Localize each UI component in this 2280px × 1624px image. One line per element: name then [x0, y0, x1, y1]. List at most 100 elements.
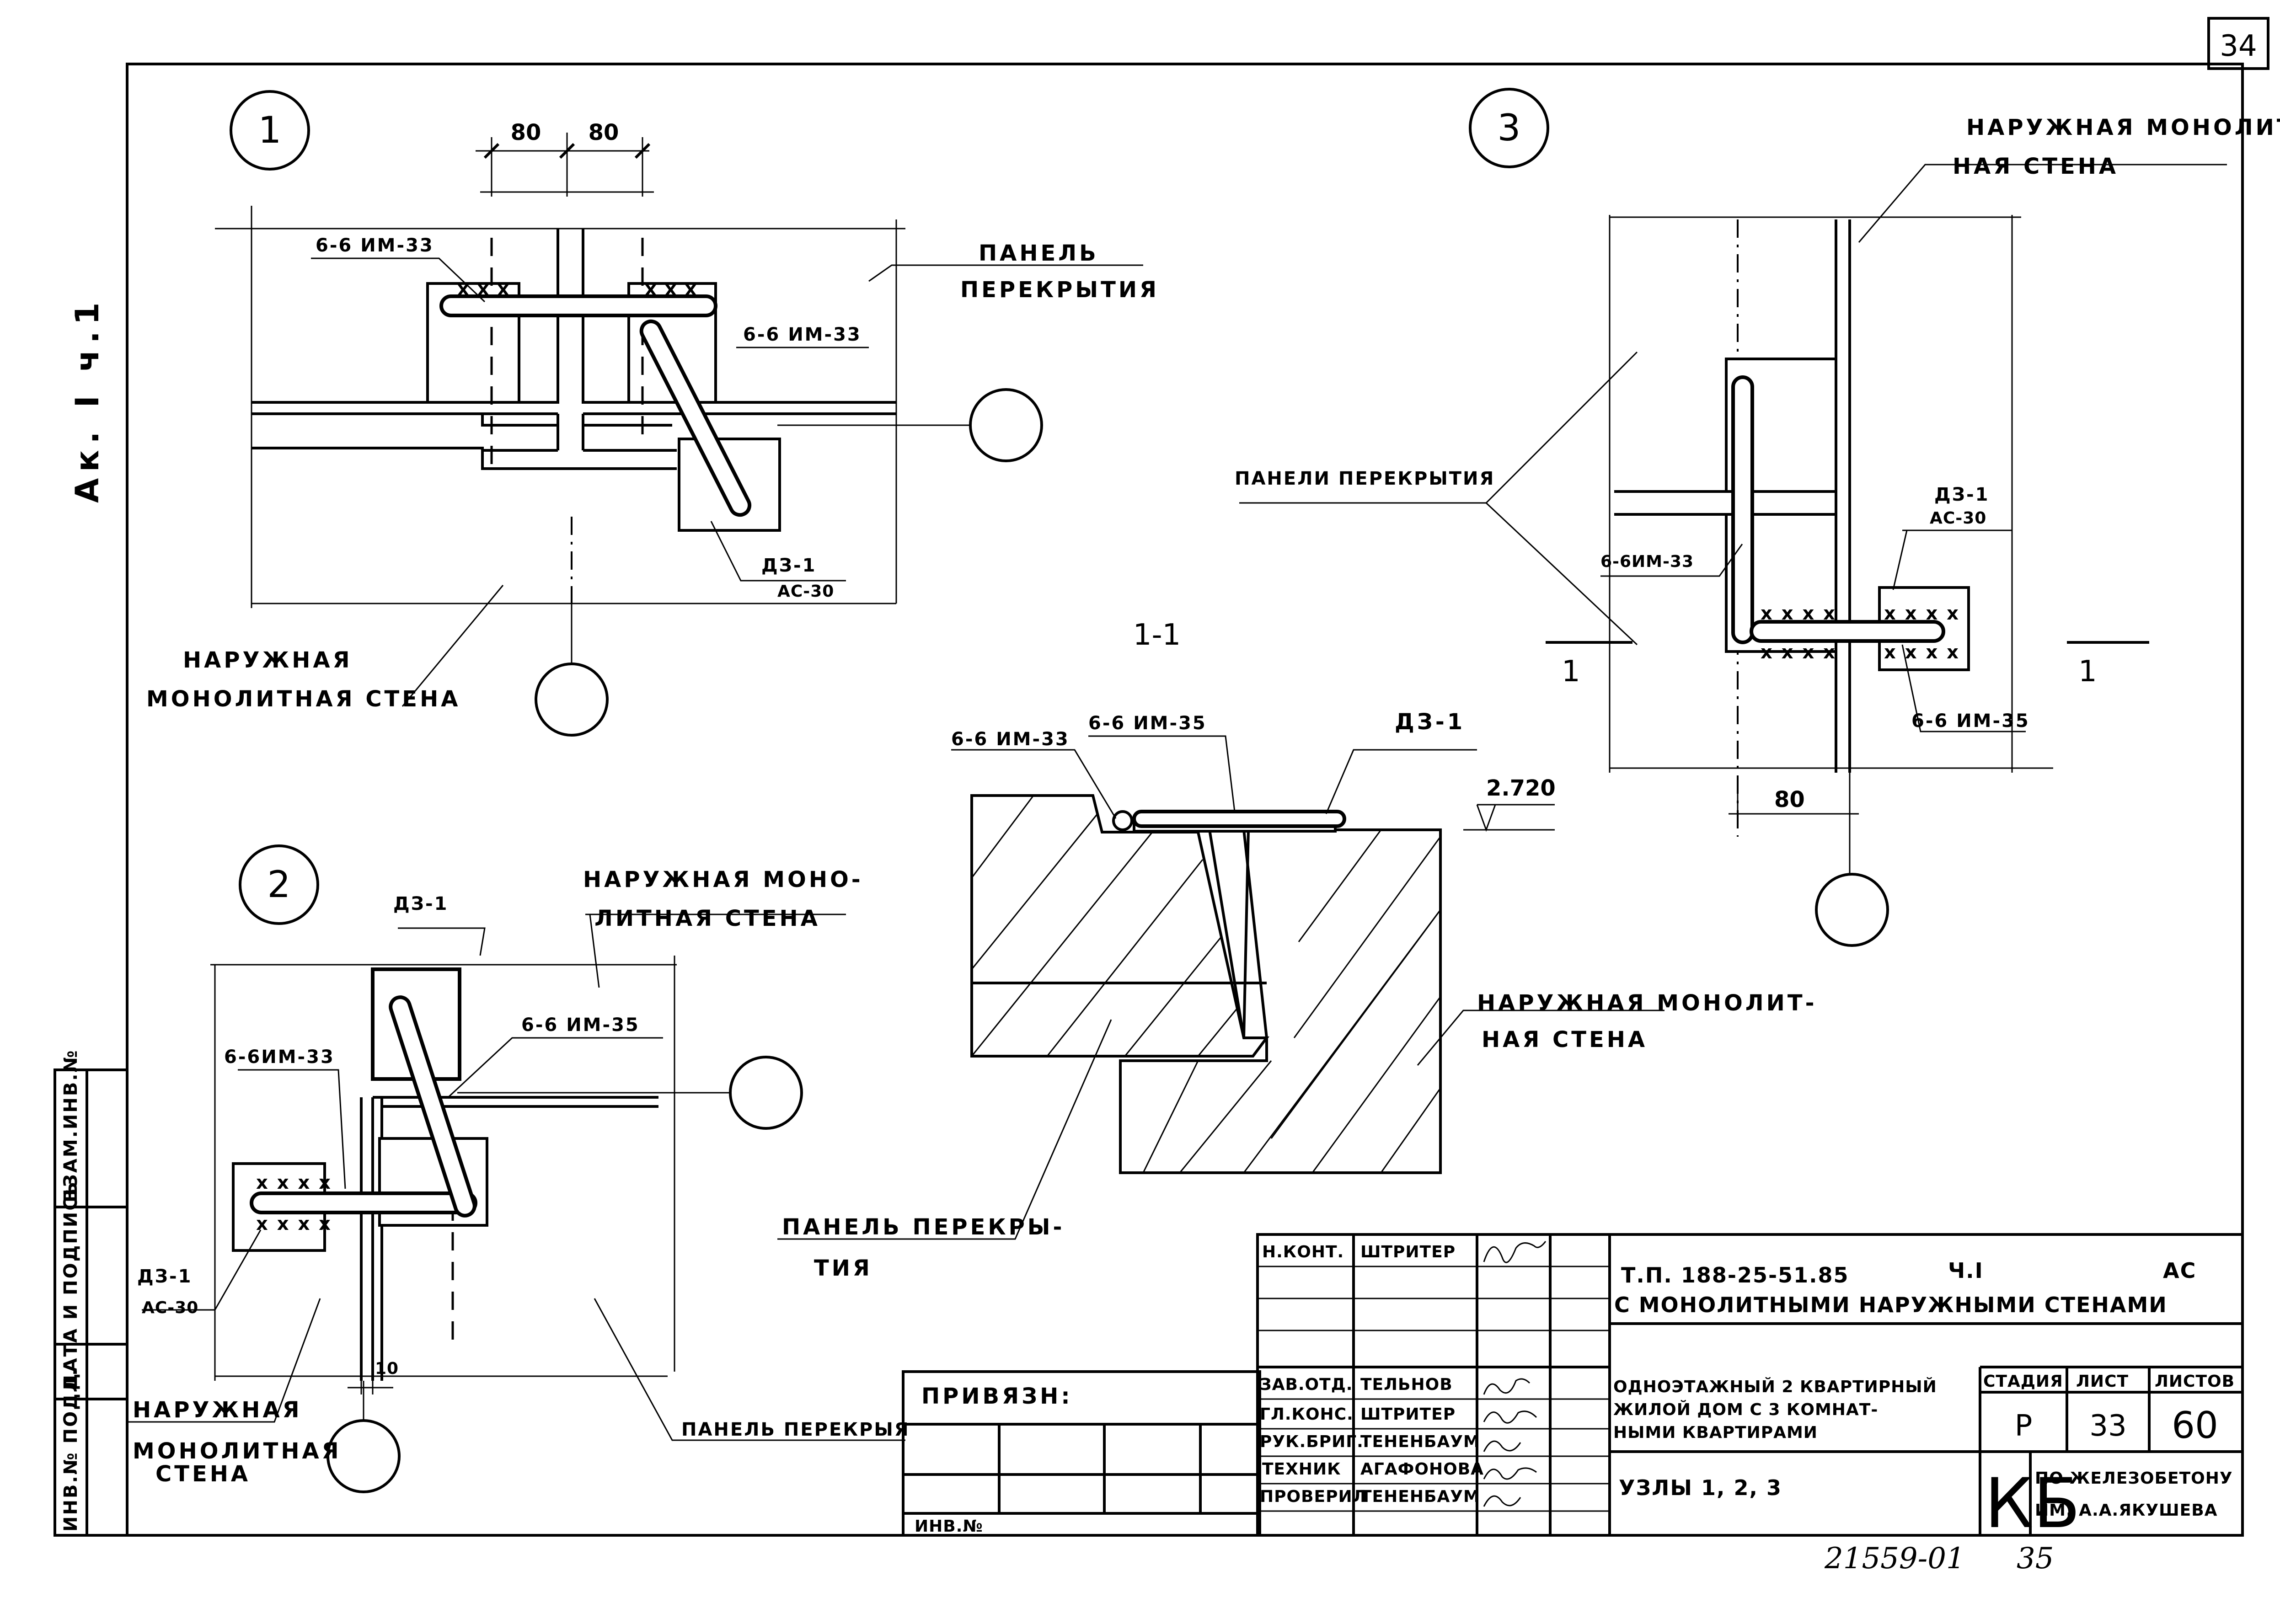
section-1-1-wall-label-2: НАЯ СТЕНА [1482, 1027, 1648, 1052]
section-1-1-wall-label-1: НАРУЖНАЯ МОНОЛИТ- [1477, 990, 1817, 1016]
section-1-1-elevation: 2.720 [1486, 775, 1556, 801]
tb-mark: АС [2163, 1258, 2196, 1283]
node-1: 1 x x [215, 90, 1143, 737]
node-1-panel-label-2: ПЕРЕКРЫТИЯ [960, 277, 1159, 303]
node-3-rebar-left: 6-6ИМ-33 [1600, 552, 1694, 571]
node-2-wall-label-3: СТЕНА [155, 1461, 251, 1487]
tb-project-code: Т.П. 188-25-51.85 [1621, 1263, 1849, 1287]
node-1-embed: ДЗ-1 [761, 555, 816, 576]
node-3-embed: ДЗ-1 [1934, 484, 1989, 505]
side-stamp [54, 1068, 128, 1537]
section-1-1-title: 1-1 [1133, 618, 1181, 652]
tb-name-3: ТЕНЕНБАУМ [1360, 1432, 1480, 1451]
stamp-vzam-inv: ВЗАМ.ИНВ.№ [60, 1049, 81, 1202]
tb-building-desc-2: ЖИЛОЙ ДОМ С 3 КОМНАТ- [1613, 1400, 1878, 1419]
svg-text:x x x x: x x x x [1761, 642, 1836, 663]
bottom-page: 35 [2017, 1542, 2054, 1576]
node-3-panel-label: ПАНЕЛИ ПЕРЕКРЫТИЯ [1235, 468, 1495, 489]
svg-text:x x x: x x x [645, 278, 697, 299]
tb-part: Ч.I [1948, 1258, 1984, 1283]
tb-org-name-1: ПО ЖЕЛЕЗОБЕТОНУ [2035, 1469, 2233, 1488]
archive-label: Ак. I ч.1 [69, 296, 106, 503]
stamp-date-signature: ДАТА И ПОДПИСЬ [60, 1181, 81, 1390]
node-2-wall-label-1: НАРУЖНАЯ [133, 1397, 302, 1423]
stamp-inv-podl: ИНВ.№ ПОДЛ. [60, 1368, 81, 1532]
bottom-doc-number: 21559-01 [1824, 1542, 1965, 1576]
tb-col-stage: СТАДИЯ [1983, 1372, 2063, 1391]
node-3-number: 3 [1498, 107, 1521, 149]
section-1-1-rebar-top: 6-6 ИМ-35 [1088, 713, 1207, 734]
tb-sheet-title: УЗЛЫ 1, 2, 3 [1619, 1475, 1782, 1500]
node-2-dim-bottom: 10 [375, 1359, 399, 1378]
node-3-marker [1469, 88, 1549, 168]
node-3-rebar-bottom: 6-6 ИМ-35 [1911, 710, 2030, 732]
node-1-dim-right: 80 [589, 120, 619, 145]
section-1-1-embed: ДЗ-1 [1395, 709, 1465, 735]
node-2-embed-left-sub: АС-30 [142, 1298, 198, 1317]
tb-org-name-2: ИМ. А.А.ЯКУШЕВА [2035, 1501, 2218, 1520]
tb-col-sheet: ЛИСТ [2076, 1372, 2129, 1391]
node-3-embed-sub: АС-30 [1930, 509, 1986, 528]
binding-block [902, 1370, 1261, 1537]
node-2-rebar-left: 6-6ИМ-33 [224, 1047, 335, 1068]
tb-role-3: РУК.БРИГ. [1260, 1432, 1364, 1451]
section-1-1-panel-label-1: ПАНЕЛЬ ПЕРЕКРЫ- [782, 1214, 1065, 1240]
tb-building-desc-3: НЫМИ КВАРТИРАМИ [1613, 1423, 1818, 1442]
node-1-wall-label-1: НАРУЖНАЯ [183, 647, 353, 673]
node-3-wall-label-2: НАЯ СТЕНА [1953, 154, 2119, 179]
section-1-1 [777, 735, 1665, 1240]
node-2-panel-label: ПАНЕЛЬ ПЕРЕКРЫЯ [681, 1419, 910, 1440]
tb-role-0: Н.КОНТ. [1262, 1243, 1344, 1261]
node-1-number: 1 [258, 109, 282, 151]
node-3: 3 x x x x x x x x x x x x x x x x [1239, 88, 2227, 947]
node-1-panel-label-1: ПАНЕЛЬ [979, 240, 1099, 266]
tb-col-sheets: ЛИСТОВ [2155, 1372, 2235, 1391]
node-2-number: 2 [268, 863, 291, 906]
svg-text:x x x x: x x x x [1761, 603, 1836, 624]
tb-name-2: ШТРИТЕР [1360, 1405, 1456, 1424]
svg-text:x x x x: x x x x [256, 1213, 332, 1234]
tb-sheets: 60 [2172, 1404, 2218, 1447]
tb-name-4: АГАФОНОВА [1360, 1460, 1484, 1479]
title-block [1256, 1233, 2244, 1537]
tb-org-logo: КБ [1985, 1464, 2080, 1544]
tb-name-5: ТЕНЕНБАУМ [1360, 1487, 1480, 1506]
tb-name-0: ШТРИТЕР [1360, 1243, 1456, 1261]
tb-name-1: ТЕЛЬНОВ [1360, 1375, 1453, 1394]
node-2-rebar-diag: 6-6 ИМ-35 [521, 1015, 640, 1036]
svg-text:x x x: x x x [457, 278, 510, 299]
page-number: 34 [2220, 29, 2257, 63]
node-2-marker [239, 844, 319, 925]
node-1-rebar-diag: 6-6 ИМ-33 [743, 324, 862, 345]
node-3-section-left: 1 [1562, 655, 1580, 689]
svg-text:x x x x: x x x x [1884, 603, 1960, 624]
node-2-wall-label-top-2: ЛИТНАЯ СТЕНА [594, 906, 820, 931]
tb-sheet: 33 [2089, 1409, 2126, 1443]
tb-building-desc-1: ОДНОЭТАЖНЫЙ 2 КВАРТИРНЫЙ [1613, 1377, 1937, 1396]
node-2-embed-top: ДЗ-1 [393, 893, 448, 914]
node-3-section-right: 1 [2078, 655, 2097, 689]
node-3-wall-label-1: НАРУЖНАЯ МОНОЛИТ- [1966, 115, 2280, 140]
tb-project-subtitle: С МОНОЛИТНЫМИ НАРУЖНЫМИ СТЕНАМИ [1614, 1293, 2168, 1317]
node-2-wall-label-top-1: НАРУЖНАЯ МОНО- [583, 867, 863, 892]
tb-stage: Р [2015, 1409, 2033, 1443]
node-1-rebar-top: 6-6 ИМ-33 [316, 235, 434, 256]
tb-role-4: ТЕХНИК [1262, 1460, 1341, 1479]
tb-role-5: ПРОВЕРИЛ [1260, 1487, 1367, 1506]
node-1-dim-left: 80 [511, 120, 541, 145]
binding-inv-label: ИНВ.№ [915, 1517, 983, 1536]
node-2: 2 x x x x x x x x [128, 844, 905, 1493]
tb-role-1: ЗАВ.ОТД. [1260, 1375, 1353, 1394]
section-1-1-panel-label-2: ТИЯ [814, 1255, 872, 1281]
svg-text:x x x x: x x x x [256, 1172, 332, 1193]
node-1-embed-sub: АС-30 [777, 582, 834, 601]
svg-text:x x x x: x x x x [1884, 642, 1960, 663]
node-3-dim-bottom: 80 [1774, 787, 1805, 812]
node-2-wall-label-2: МОНОЛИТНАЯ [133, 1438, 342, 1464]
node-2-embed-left: ДЗ-1 [137, 1266, 192, 1287]
binding-title: ПРИВЯЗН: [921, 1384, 1073, 1409]
section-1-1-rebar-left: 6-6 ИМ-33 [951, 729, 1070, 750]
node-1-wall-label-2: МОНОЛИТНАЯ СТЕНА [146, 686, 460, 712]
